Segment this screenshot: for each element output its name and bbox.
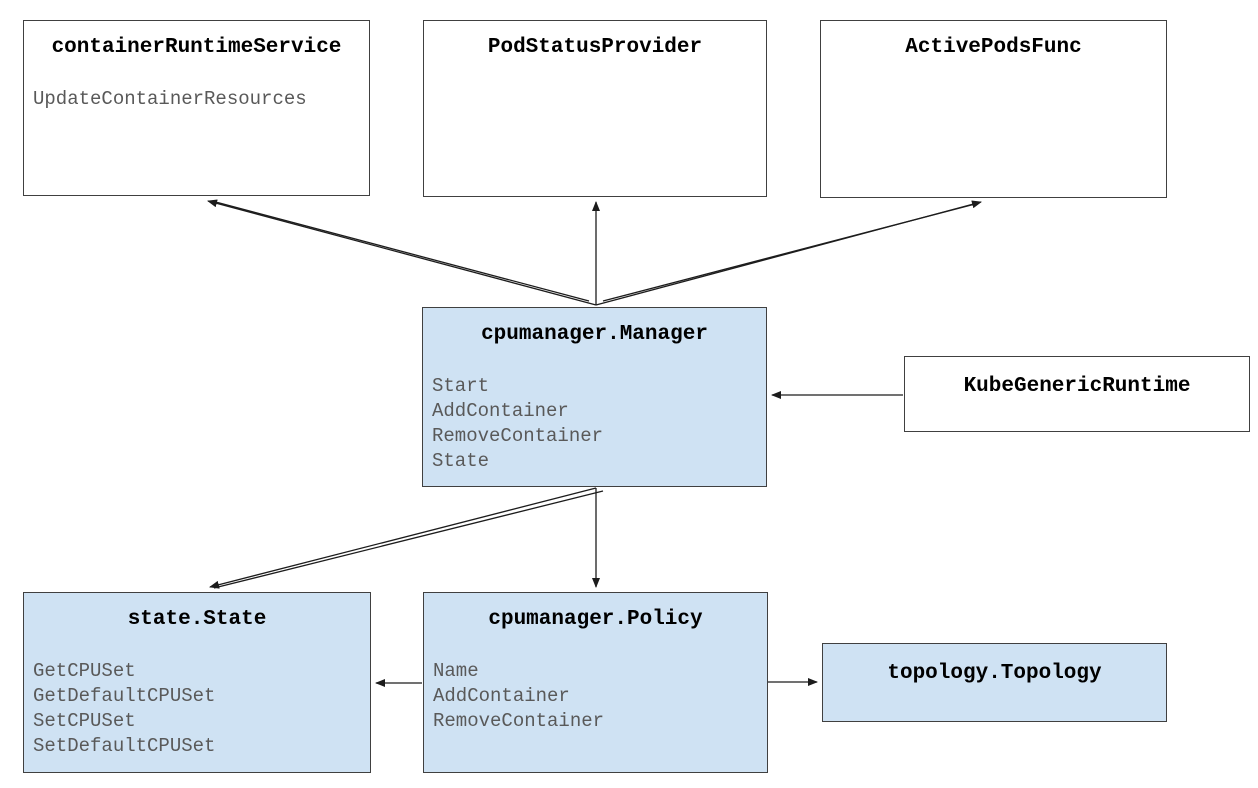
node-title: ActivePodsFunc (905, 36, 1082, 59)
node-title: topology.Topology (887, 662, 1102, 685)
edge-manager-to-active-pods-func (595, 200, 982, 306)
method-item: AddContainer (432, 400, 569, 422)
method-item: UpdateContainerResources (33, 88, 307, 110)
method-item: SetDefaultCPUSet (33, 735, 216, 757)
node-title: KubeGenericRuntime (963, 375, 1191, 398)
edge-manager-to-state (209, 487, 597, 589)
node-title: state.State (127, 608, 267, 631)
edge-manager-to-state-double (213, 490, 604, 589)
node-method-list: Name AddContainer RemoveContainer (424, 659, 767, 734)
node-title: cpumanager.Manager (481, 323, 708, 346)
node-method-list: Start AddContainer RemoveContainer State (423, 374, 766, 474)
node-kube-generic-runtime: KubeGenericRuntime (904, 356, 1250, 432)
edge-manager-to-active-pods-func-double (602, 202, 980, 302)
node-method-list: UpdateContainerResources (24, 87, 369, 112)
node-method-list: GetCPUSet GetDefaultCPUSet SetCPUSet Set… (24, 659, 370, 759)
node-active-pods-func: ActivePodsFunc (820, 20, 1167, 198)
node-pod-status-provider: PodStatusProvider (423, 20, 767, 197)
method-item: RemoveContainer (432, 425, 604, 447)
node-topology-topology: topology.Topology (822, 643, 1167, 722)
node-cpumanager-manager: cpumanager.Manager Start AddContainer Re… (422, 307, 767, 487)
node-state-state: state.State GetCPUSet GetDefaultCPUSet S… (23, 592, 371, 773)
node-cpumanager-policy: cpumanager.Policy Name AddContainer Remo… (423, 592, 768, 773)
method-item: Start (432, 375, 490, 397)
node-title: PodStatusProvider (487, 36, 703, 59)
node-title: containerRuntimeService (51, 36, 342, 59)
node-container-runtime-service: containerRuntimeService UpdateContainerR… (23, 20, 370, 196)
method-item: AddContainer (433, 685, 570, 707)
method-item: GetDefaultCPUSet (33, 685, 216, 707)
method-item: Name (433, 660, 479, 682)
method-item: RemoveContainer (433, 710, 605, 732)
method-item: State (432, 450, 490, 472)
edge-manager-to-container-runtime-service-double (211, 200, 590, 302)
edge-manager-to-container-runtime-service (207, 199, 597, 306)
method-item: GetCPUSet (33, 660, 136, 682)
node-title: cpumanager.Policy (488, 608, 703, 631)
method-item: SetCPUSet (33, 710, 136, 732)
